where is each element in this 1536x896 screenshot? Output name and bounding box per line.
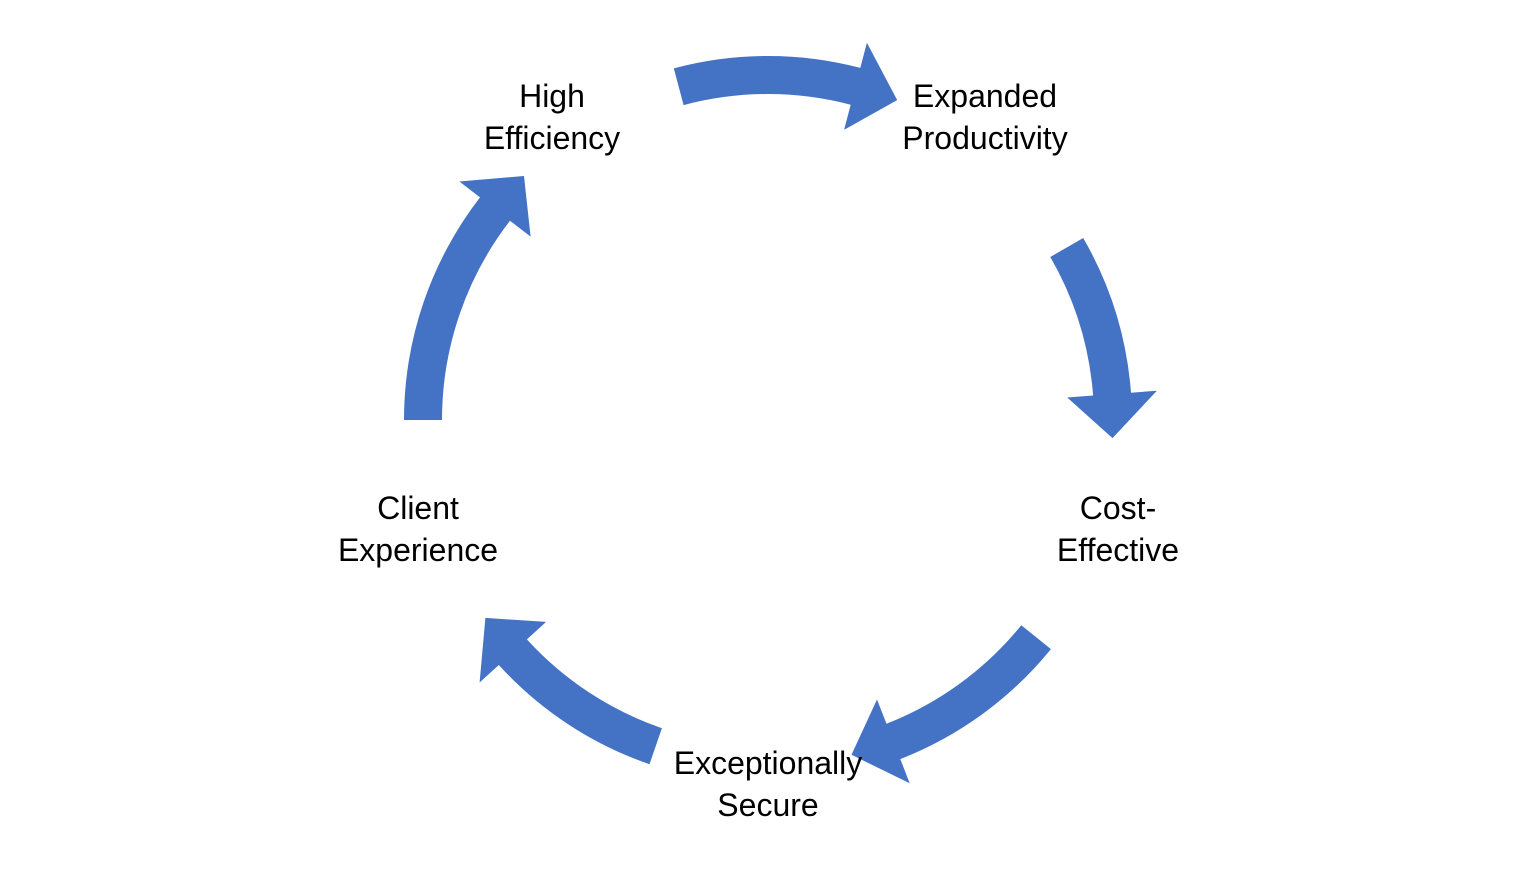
node-client-experience-line1: Client [377,490,459,526]
node-expanded-productivity-line1: Expanded [912,78,1058,114]
node-cost-effective: Cost- Effective [1057,487,1179,571]
node-cost-effective-line1: Cost- [1079,490,1157,526]
node-exceptionally-secure: Exceptionally Secure [674,742,863,826]
arrow-high-efficiency-to-expanded-productivity [673,42,898,130]
arrow-exceptionally-secure-to-client-experience [479,617,662,765]
arrow-cost-effective-to-exceptionally-secure [851,625,1051,784]
node-client-experience-line2: Experience [337,532,499,568]
node-high-efficiency-line1: High [519,78,585,114]
node-expanded-productivity: Expanded Productivity [902,75,1067,159]
node-expanded-productivity-line2: Productivity [902,120,1068,156]
node-exceptionally-secure-line1: Exceptionally [673,745,863,781]
arrow-client-experience-to-high-efficiency [404,176,531,420]
node-high-efficiency-line2: Efficiency [483,120,621,156]
node-high-efficiency: High Efficiency [484,75,620,159]
node-client-experience: Client Experience [338,487,498,571]
node-cost-effective-line2: Effective [1056,532,1180,568]
arrow-expanded-productivity-to-cost-effective [1050,238,1157,439]
node-exceptionally-secure-line2: Secure [717,787,819,823]
